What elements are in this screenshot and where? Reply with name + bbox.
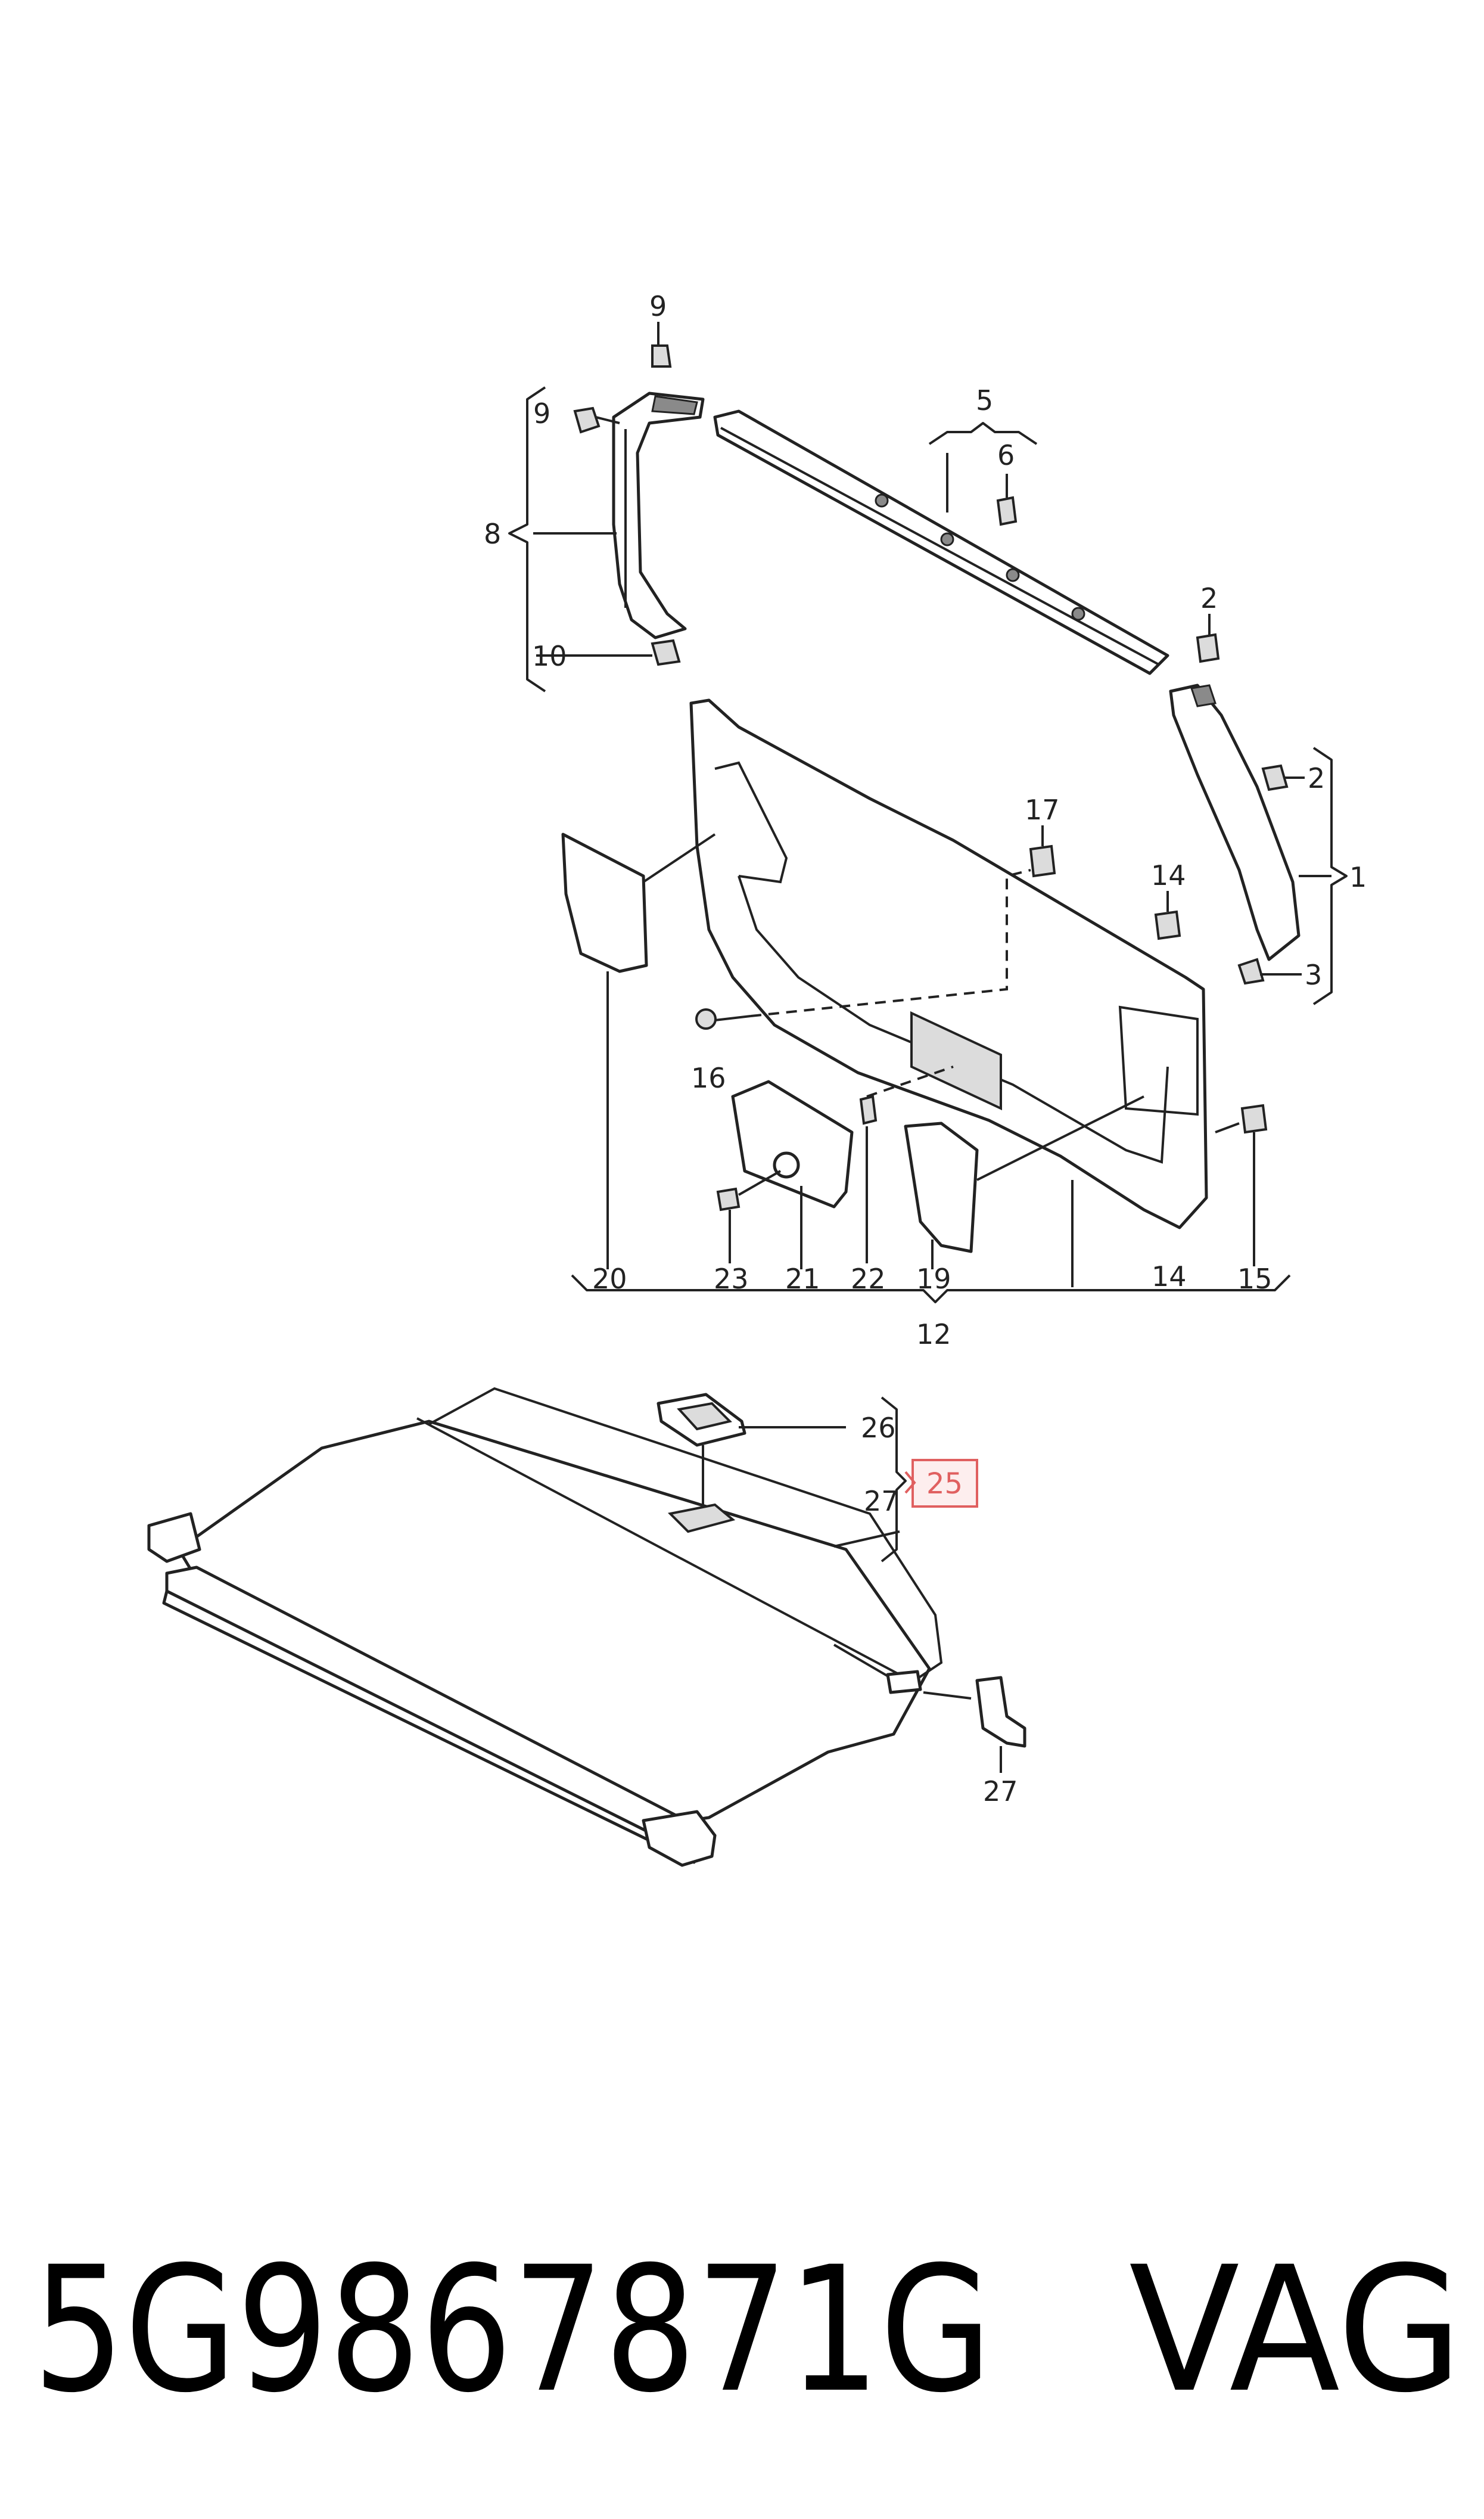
- screw-16: [695, 1008, 751, 1030]
- callout-27-bottom: 27: [983, 1775, 1018, 1807]
- callout-6: 6: [997, 439, 1015, 471]
- callout-25: 25: [926, 1467, 963, 1501]
- callout-26: 26: [861, 1412, 896, 1444]
- callout-2-side: 2: [1308, 762, 1325, 794]
- clip-9-side: [573, 406, 601, 434]
- clip-10: [651, 639, 681, 666]
- callout-14-bottom: 14: [1152, 1260, 1187, 1293]
- callout-14-top: 14: [1151, 859, 1186, 892]
- callout-15: 15: [1237, 1263, 1273, 1295]
- screw-23: [716, 1187, 741, 1212]
- clip-2-top: [1196, 633, 1220, 663]
- brand-label: VAG: [1129, 2230, 1463, 2431]
- callout-9-side: 9: [533, 397, 550, 430]
- callout-10: 10: [532, 640, 567, 672]
- callout-12: 12: [916, 1318, 951, 1350]
- bracket-27: [975, 1676, 1026, 1748]
- clip-2-side: [1261, 764, 1289, 791]
- highlight-box-25: [911, 1459, 978, 1508]
- trim-piece-20: [561, 833, 648, 973]
- clip-6: [996, 496, 1018, 526]
- callout-9-top: 9: [649, 290, 667, 322]
- clip-22: [859, 1095, 878, 1125]
- callout-3: 3: [1305, 959, 1322, 991]
- callout-19: 19: [916, 1263, 951, 1295]
- trim-piece-19: [904, 1122, 979, 1253]
- callout-8: 8: [484, 518, 501, 550]
- luggage-cover: [147, 1387, 943, 1867]
- clip-15: [1240, 1104, 1268, 1134]
- roof-trim-strip: [713, 409, 1169, 675]
- pillar-trim-left: [612, 392, 705, 639]
- callout-20: 20: [592, 1263, 627, 1295]
- tailgate-trim-panel: [689, 698, 1208, 1229]
- callout-16: 16: [691, 1062, 726, 1094]
- callout-5: 5: [976, 384, 993, 417]
- cover-21: [731, 1080, 854, 1209]
- pillar-trim-right: [1169, 684, 1301, 961]
- callout-2-top: 2: [1200, 582, 1218, 614]
- callout-1: 1: [1349, 861, 1367, 893]
- clip-3: [1237, 958, 1265, 985]
- callout-21: 21: [785, 1263, 820, 1295]
- clip-17: [1029, 844, 1056, 878]
- handle-26: [657, 1393, 746, 1447]
- clip-9-top: [651, 344, 672, 368]
- callout-27-top: 27: [864, 1485, 899, 1517]
- callout-17: 17: [1025, 794, 1060, 826]
- clip-14: [1154, 910, 1181, 940]
- part-number: 5G9867871G: [33, 2230, 992, 2431]
- callout-23: 23: [714, 1263, 749, 1295]
- callout-22: 22: [851, 1263, 886, 1295]
